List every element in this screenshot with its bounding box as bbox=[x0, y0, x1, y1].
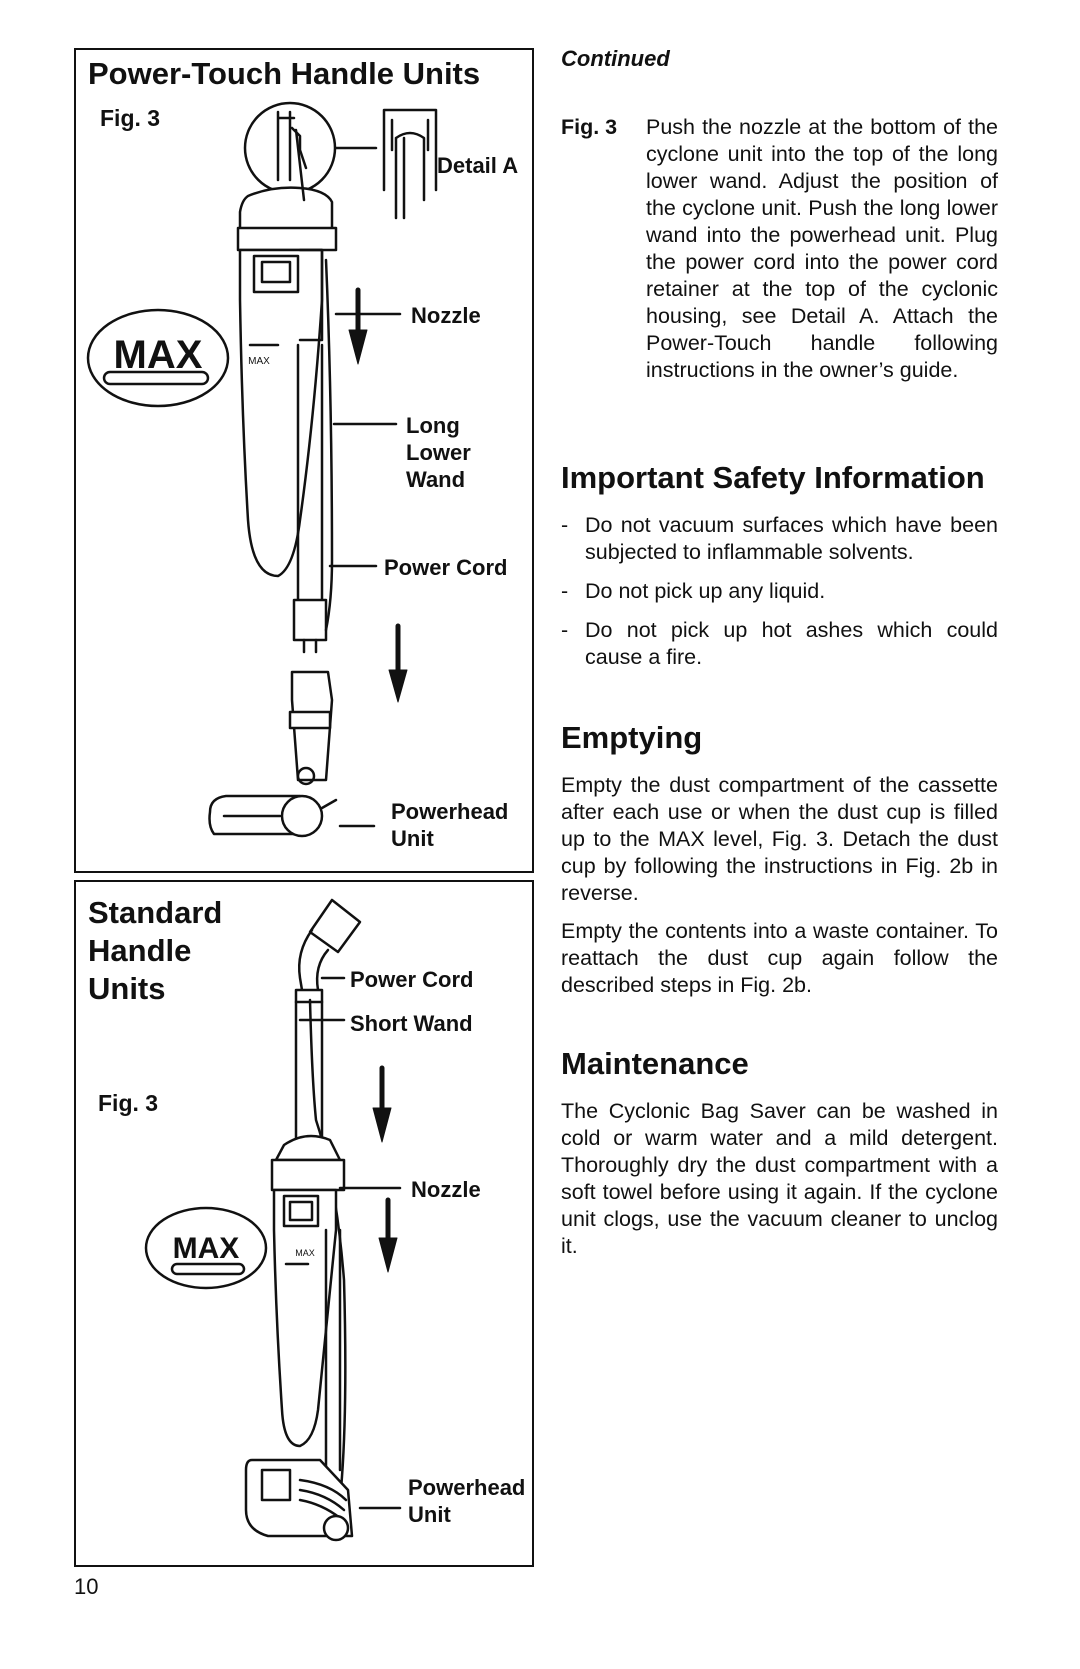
emptying-paragraph-1: Empty the dust compartment of the casset… bbox=[561, 773, 998, 905]
label-powerhead: Powerhead bbox=[391, 799, 509, 824]
fig3-tag: Fig. 3 bbox=[561, 115, 618, 139]
label-powerhead-unit: Powerhead Unit bbox=[391, 798, 508, 852]
panel1-max-badge-text: MAX bbox=[114, 333, 203, 377]
label-unit: Unit bbox=[391, 826, 434, 851]
safety-item-text: Do not pick up hot ashes which could cau… bbox=[585, 618, 998, 669]
safety-item: -Do not pick up hot ashes which could ca… bbox=[561, 618, 998, 669]
label-powerhead-2: Powerhead bbox=[408, 1475, 526, 1500]
page-number: 10 bbox=[74, 1574, 99, 1599]
emptying-heading: Emptying bbox=[561, 720, 703, 755]
label-power-cord: Power Cord bbox=[384, 555, 508, 580]
power-touch-title: Power-Touch Handle Units bbox=[88, 56, 481, 91]
label-short-wand: Short Wand bbox=[350, 1011, 473, 1036]
safety-item-text: Do not vacuum surfaces which have been s… bbox=[585, 513, 998, 564]
label-power-cord-2: Power Cord bbox=[350, 967, 474, 992]
panel1-max-mark: MAX bbox=[248, 356, 270, 367]
standard-handle-title: Standard Handle Units bbox=[88, 894, 222, 1008]
power-touch-figure-panel bbox=[74, 48, 534, 873]
standard-vacuum-drawing bbox=[244, 898, 402, 1542]
safety-heading: Important Safety Information bbox=[561, 460, 985, 495]
label-lower: Lower bbox=[406, 440, 471, 465]
label-nozzle: Nozzle bbox=[411, 303, 481, 328]
fig3-body: Push the nozzle at the bottom of the cyc… bbox=[646, 115, 998, 382]
label-unit-2: Unit bbox=[408, 1502, 451, 1527]
panel2-fig-label: Fig. 3 bbox=[98, 1090, 159, 1116]
label-powerhead-unit-2: Powerhead Unit bbox=[408, 1474, 525, 1528]
maintenance-paragraph: The Cyclonic Bag Saver can be washed in … bbox=[561, 1099, 998, 1258]
standard-handle-figure-panel bbox=[74, 880, 534, 1567]
safety-item: -Do not vacuum surfaces which have been … bbox=[561, 513, 998, 564]
title-line-standard: Standard bbox=[88, 895, 223, 930]
panel2-max-oval bbox=[144, 1206, 268, 1290]
maintenance-heading: Maintenance bbox=[561, 1046, 749, 1081]
panel1-fig-label: Fig. 3 bbox=[100, 105, 161, 131]
safety-item: -Do not pick up any liquid. bbox=[561, 578, 998, 605]
panel2-max-mark: MAX bbox=[295, 1248, 315, 1258]
title-line-units: Units bbox=[88, 971, 166, 1006]
label-nozzle-2: Nozzle bbox=[411, 1177, 481, 1202]
title-line-handle: Handle bbox=[88, 933, 192, 968]
fig3-instructions: Fig. 3 Push the nozzle at the bottom of … bbox=[561, 114, 998, 384]
label-long-lower-wand: Long Lower Wand bbox=[406, 412, 471, 493]
power-touch-vacuum-drawing bbox=[208, 128, 408, 838]
safety-item-text: Do not pick up any liquid. bbox=[585, 579, 826, 603]
label-wand: Wand bbox=[406, 467, 466, 492]
emptying-paragraph-2: Empty the contents into a waste containe… bbox=[561, 919, 998, 997]
label-long: Long bbox=[406, 413, 460, 438]
panel2-max-badge-text: MAX bbox=[173, 1232, 240, 1265]
panel1-max-oval bbox=[86, 308, 230, 408]
label-detail-a: Detail A bbox=[437, 153, 519, 178]
continued-label: Continued bbox=[561, 46, 670, 71]
